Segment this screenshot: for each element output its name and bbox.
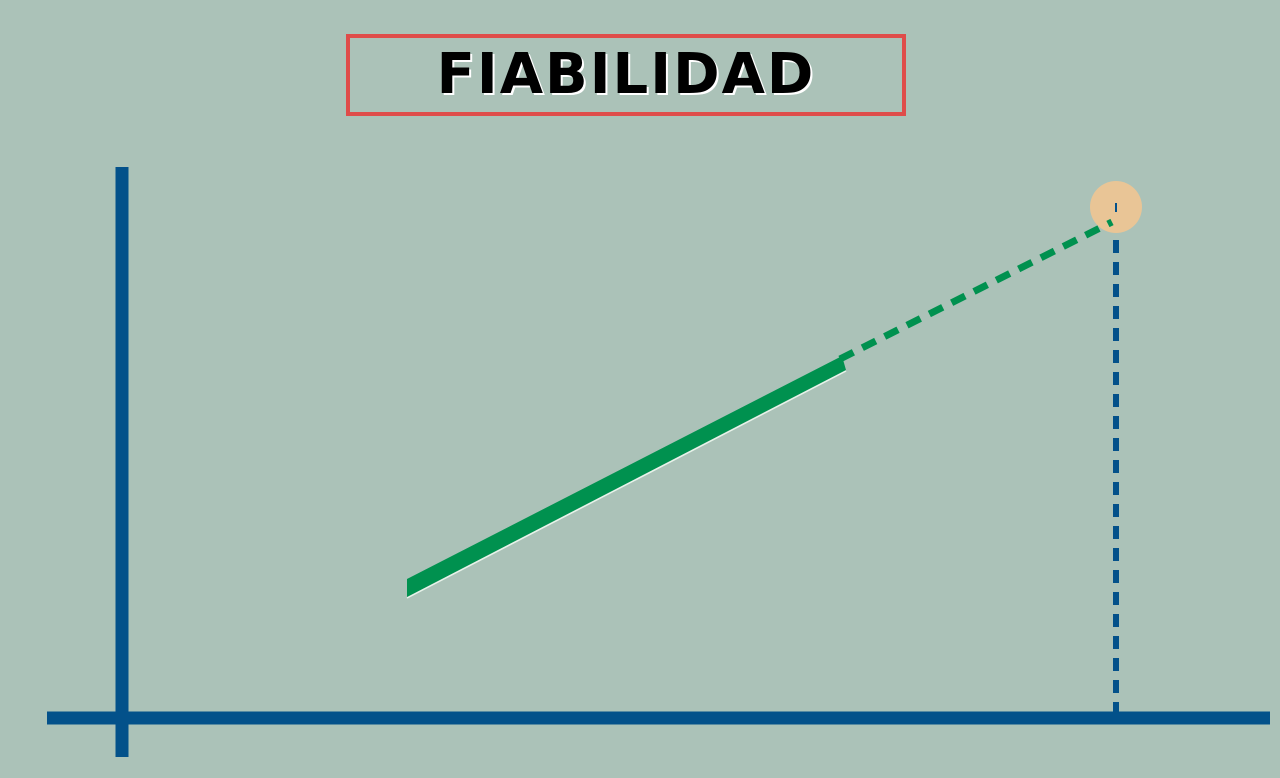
title-box: FIABILIDAD [346,34,906,116]
solid-trend-line [407,356,846,597]
solid-trend-line-highlight [406,370,847,599]
dashed-projection-line [838,218,1114,363]
page-title: FIABILIDAD [436,42,816,107]
